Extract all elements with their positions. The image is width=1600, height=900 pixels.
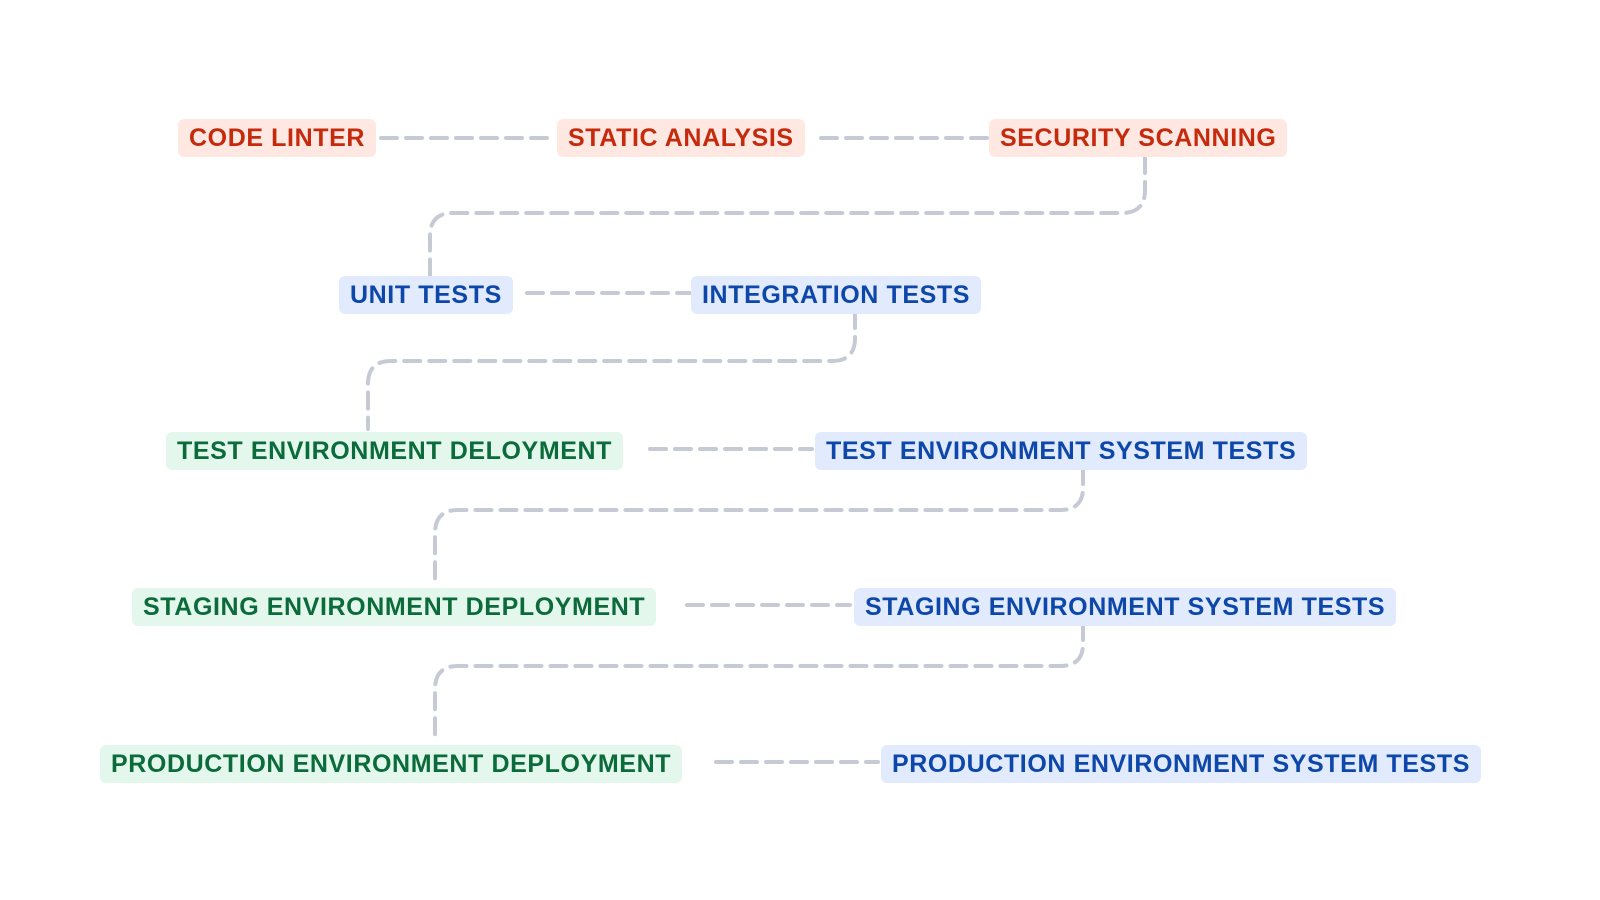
connector-staging-system-tests-to-production-deployment: [433, 622, 1085, 740]
node-staging-environment-deployment: STAGING ENVIRONMENT DEPLOYMENT: [132, 588, 657, 626]
connector-test-system-tests-to-staging-deployment: [433, 466, 1085, 585]
node-production-environment-deployment: PRODUCTION ENVIRONMENT DEPLOYMENT: [100, 745, 683, 783]
node-security-scanning: SECURITY SCANNING: [989, 119, 1288, 157]
node-unit-tests: UNIT TESTS: [339, 276, 513, 314]
node-test-environment-deployment: TEST ENVIRONMENT DELOYMENT: [166, 432, 624, 470]
connector-security-scanning-to-unit-tests: [428, 155, 1147, 278]
node-code-linter: CODE LINTER: [178, 119, 377, 157]
node-production-environment-system-tests: PRODUCTION ENVIRONMENT SYSTEM TESTS: [881, 745, 1481, 783]
node-integration-tests: INTEGRATION TESTS: [691, 276, 982, 314]
node-static-analysis: STATIC ANALYSIS: [557, 119, 805, 157]
node-staging-environment-system-tests: STAGING ENVIRONMENT SYSTEM TESTS: [854, 588, 1397, 626]
connector-integration-tests-to-test-deployment: [366, 310, 857, 431]
node-test-environment-system-tests: TEST ENVIRONMENT SYSTEM TESTS: [815, 432, 1308, 470]
